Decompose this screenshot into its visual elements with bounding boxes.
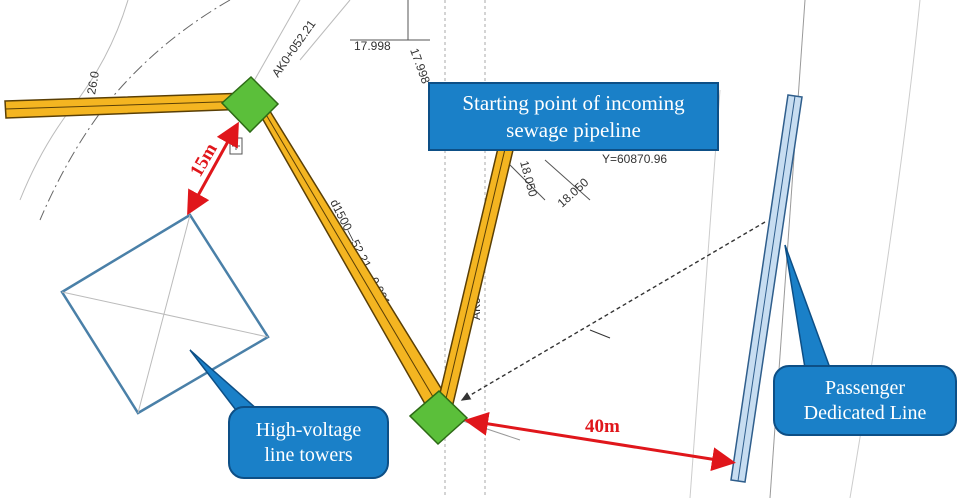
- start-point-callout: Starting point of incoming sewage pipeli…: [428, 82, 719, 151]
- start-point-line2: sewage pipeline: [506, 117, 641, 142]
- tower-lower: [408, 389, 469, 446]
- chainage-top-label: AK0+052.21: [269, 17, 319, 80]
- passenger-railway: [730, 94, 803, 483]
- coordinate-y-label: Y=60870.96: [602, 152, 667, 166]
- building-outline: [60, 213, 270, 415]
- sewage-pipes: [4, 92, 514, 420]
- passenger-line-callout: Passenger Dedicated Line: [773, 365, 957, 436]
- tower-railway-leader: [460, 221, 766, 401]
- towers-line1: High-voltage: [255, 418, 362, 441]
- pipe-branch: [436, 147, 514, 409]
- elevation-label-1: 17.998: [354, 39, 391, 53]
- dimension-15m: 15m: [186, 121, 239, 216]
- elevation-label-3: 18.050: [517, 159, 540, 198]
- pipe-west-segment: [4, 92, 250, 119]
- railway-callout-pointer: [784, 244, 832, 369]
- start-point-line1: Starting point of incoming: [462, 91, 685, 116]
- elevation-label-4: 18.050: [555, 175, 592, 210]
- pipe-main-diagonal: [248, 94, 454, 420]
- contour-label: 26.0: [84, 70, 102, 96]
- passenger-line1: Passenger: [825, 376, 905, 399]
- tower-upper: [220, 75, 280, 134]
- dimension-40m-label: 40m: [585, 416, 620, 437]
- towers-line2: line towers: [264, 443, 353, 466]
- survey-marker-icon: [229, 137, 243, 155]
- towers-callout: High-voltage line towers: [228, 406, 389, 479]
- elevation-label-2: 17.998: [407, 46, 433, 86]
- dimension-40m: 40m: [464, 411, 736, 472]
- passenger-line2: Dedicated Line: [803, 401, 927, 424]
